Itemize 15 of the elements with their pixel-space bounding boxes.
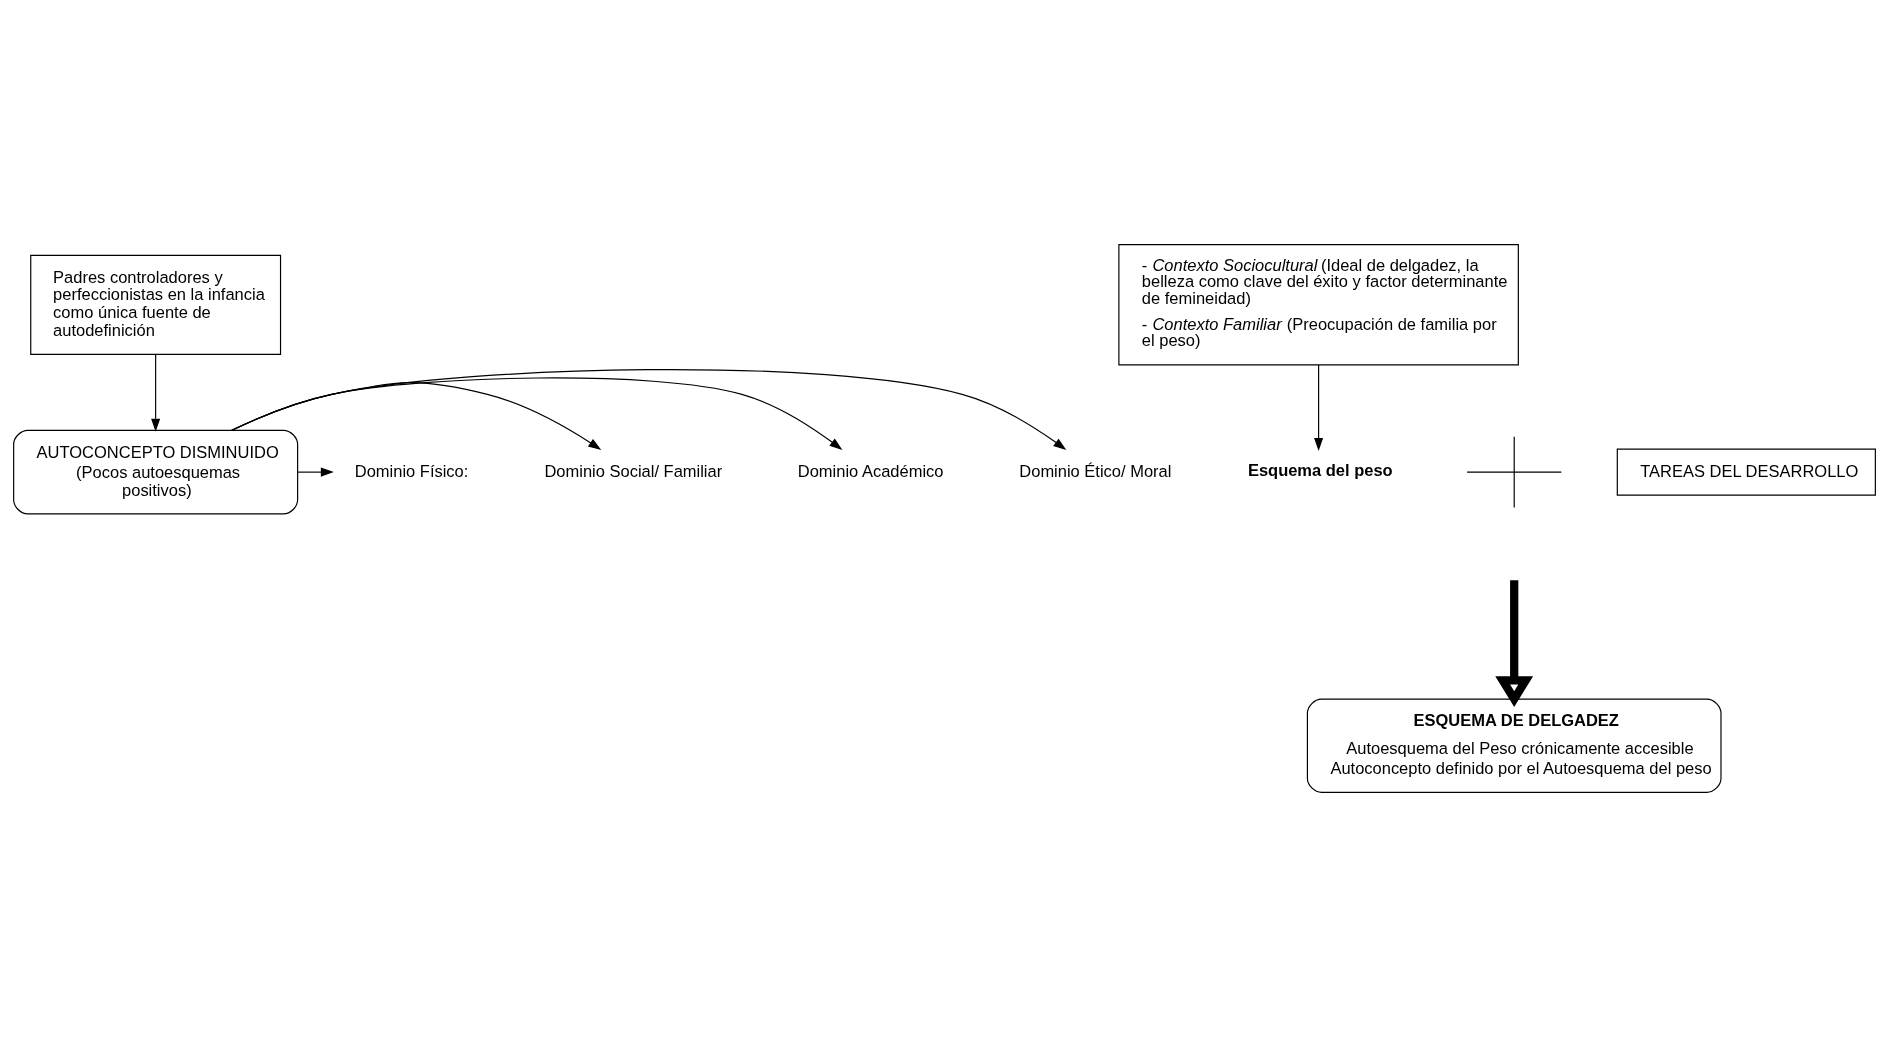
node-text: Dominio Físico: <box>354 462 469 481</box>
arrow <box>151 354 161 432</box>
node-box: AUTOCONCEPTO DISMINUIDO (Pocos autoesquemas positivos) <box>13 429 299 515</box>
node-text: Dominio Social/ Familiar <box>544 462 723 481</box>
node-box: TAREAS DEL DESARROLLO <box>1616 448 1876 496</box>
node-box: Padres controladores y perfeccionistas en la infancia como única fuente de autodefinición <box>30 254 282 355</box>
arrow <box>1495 580 1534 708</box>
node-text: Dominio Académico <box>797 462 944 481</box>
node-box: ESQUEMA DE DELGADEZ Autoesquema del Peso crónicamente accesible Autoconcepto definido por el Autoesquema del peso <box>1306 698 1722 793</box>
node-text: Dominio Ético/ Moral <box>1019 462 1172 481</box>
arrow <box>1314 364 1324 451</box>
arrow <box>297 467 334 477</box>
arrow <box>231 369 1067 450</box>
node-box: - Contexto Sociocultural (Ideal de delgadez, la belleza como clave del éxito y factor determinante de femineidad) - Contexto Familiar (Preocupación de familia por el peso) <box>1118 244 1519 366</box>
node-text: Esquema del peso <box>1247 460 1393 479</box>
